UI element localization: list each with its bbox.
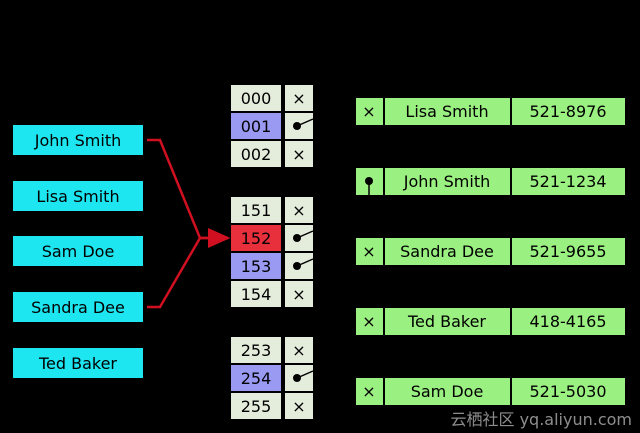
- bucket-row: 254: [231, 365, 314, 391]
- entry-phone: 418-4165: [529, 312, 606, 331]
- bucket-pointer-cell: [285, 197, 313, 223]
- pointer-link-line: [296, 230, 314, 239]
- bucket-index: 152: [241, 229, 272, 248]
- bucket-row: 151 ×: [231, 197, 313, 223]
- bucket-pointer-cell: [285, 85, 313, 111]
- key-label: Lisa Smith: [36, 187, 119, 206]
- bucket-index-cell: [231, 113, 281, 139]
- entry-name-cell: [385, 308, 510, 335]
- entry-phone: 521-5030: [529, 382, 606, 401]
- entry-phone-cell: [512, 238, 625, 265]
- bucket-index: 154: [241, 285, 272, 304]
- pointer-link-line: [296, 118, 314, 127]
- null-pointer-icon: ×: [292, 201, 305, 220]
- entry-row: × Sandra Dee 521-9655: [356, 238, 625, 265]
- bucket-index-cell: [231, 253, 281, 279]
- key-label: Ted Baker: [38, 354, 117, 373]
- entry-phone: 521-9655: [529, 242, 606, 261]
- null-pointer-icon: ×: [292, 145, 305, 164]
- entry-phone: 521-1234: [529, 172, 606, 191]
- entry-phone-cell: [512, 168, 625, 195]
- key-box: John Smith: [13, 125, 143, 155]
- bucket-index: 000: [241, 89, 272, 108]
- key-box: Sam Doe: [13, 236, 143, 266]
- bucket-index-cell: [231, 225, 281, 251]
- bucket-index: 001: [241, 117, 272, 136]
- bucket-row: 152: [231, 225, 314, 251]
- bucket-index: 151: [241, 201, 272, 220]
- bucket-pointer-cell: [285, 281, 313, 307]
- entry-next-cell: [356, 308, 383, 335]
- bucket-index-cell: [231, 141, 281, 167]
- bucket-index: 002: [241, 145, 272, 164]
- key-label: John Smith: [34, 131, 121, 150]
- entry-name: Lisa Smith: [405, 102, 488, 121]
- null-pointer-icon: ×: [362, 312, 375, 331]
- bucket-pointer-cell: [285, 393, 313, 419]
- hash-arrow: [147, 236, 228, 309]
- entry-phone-cell: [512, 98, 625, 125]
- null-pointer-icon: ×: [362, 242, 375, 261]
- null-pointer-icon: ×: [292, 89, 305, 108]
- hash-arrows: [147, 138, 231, 309]
- entry-name-cell: [385, 168, 510, 195]
- entry-phone: 521-8976: [529, 102, 606, 121]
- bucket-row: 255 ×: [231, 393, 313, 419]
- pointer-link-line: [296, 258, 314, 267]
- entry-name: Sandra Dee: [400, 242, 494, 261]
- bucket-index-cell: [231, 197, 281, 223]
- entry-row: × Sam Doe 521-5030: [356, 378, 625, 405]
- bucket-index-cell: [231, 393, 281, 419]
- entry-next-cell: [356, 98, 383, 125]
- bucket-index: 254: [241, 369, 272, 388]
- null-pointer-icon: ×: [292, 397, 305, 416]
- bucket-row: 000 ×: [231, 85, 313, 111]
- bucket-pointer-cell: [285, 141, 313, 167]
- entry-name-cell: [385, 98, 510, 125]
- entry-name: Sam Doe: [411, 382, 484, 401]
- watermark: 云栖社区 yq.aliyun.com: [450, 410, 632, 429]
- entry-row: John Smith 521-1234: [356, 168, 625, 195]
- pointer-link-line: [296, 370, 314, 379]
- bucket-index-cell: [231, 337, 281, 363]
- bucket-index-cell: [231, 365, 281, 391]
- entry-next-cell: [356, 378, 383, 405]
- key-box: Sandra Dee: [13, 292, 143, 322]
- key-label: Sandra Dee: [31, 298, 125, 317]
- entry-name: John Smith: [403, 172, 490, 191]
- null-pointer-icon: ×: [292, 341, 305, 360]
- bucket-row: 002 ×: [231, 141, 313, 167]
- bucket-row: 154 ×: [231, 281, 313, 307]
- bucket-index: 153: [241, 257, 272, 276]
- null-pointer-icon: ×: [362, 382, 375, 401]
- entry-name-cell: [385, 238, 510, 265]
- entry-row: × Lisa Smith 521-8976: [356, 98, 625, 125]
- keys-column: John Smith Lisa Smith Sam Doe Sandra Dee…: [13, 125, 143, 378]
- entry-row: × Ted Baker 418-4165: [356, 308, 625, 335]
- bucket-row: 001: [231, 113, 314, 139]
- key-label: Sam Doe: [42, 242, 115, 261]
- entry-next-cell: [356, 238, 383, 265]
- bucket-index: 253: [241, 341, 272, 360]
- key-box: Lisa Smith: [13, 181, 143, 211]
- null-pointer-icon: ×: [292, 285, 305, 304]
- bucket-index: 255: [241, 397, 272, 416]
- buckets-column: 000 × 001 002 × 151 × 152 153 154 × 253 × 254 255 ×: [231, 85, 314, 419]
- entry-phone-cell: [512, 308, 625, 335]
- bucket-index-cell: [231, 85, 281, 111]
- null-pointer-icon: ×: [362, 102, 375, 121]
- key-box: Ted Baker: [13, 348, 143, 378]
- bucket-pointer-cell: [285, 337, 313, 363]
- hash-arrow: [147, 138, 231, 248]
- entry-name: Ted Baker: [407, 312, 486, 331]
- bucket-index-cell: [231, 281, 281, 307]
- bucket-row: 253 ×: [231, 337, 313, 363]
- entry-phone-cell: [512, 378, 625, 405]
- entry-name-cell: [385, 378, 510, 405]
- bucket-row: 153: [231, 253, 314, 279]
